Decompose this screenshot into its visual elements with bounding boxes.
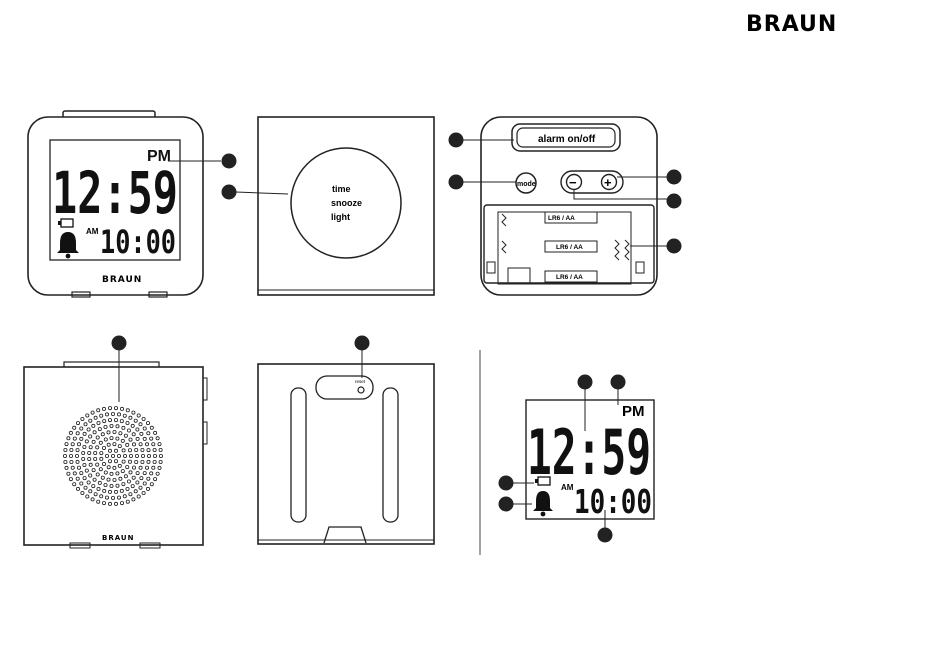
mode-button-label: mode bbox=[517, 181, 536, 188]
top-label-snooze: snooze bbox=[331, 198, 362, 208]
callout-marker bbox=[449, 175, 464, 190]
callout-marker bbox=[355, 336, 370, 351]
top-label-light: light bbox=[331, 212, 350, 222]
callout-marker bbox=[611, 375, 626, 390]
callout-marker bbox=[667, 239, 682, 254]
front-time: 12:59 bbox=[52, 159, 178, 227]
bell-clapper bbox=[541, 512, 546, 517]
brand-logo: BRAUN bbox=[746, 12, 837, 37]
display-detail-view: 12:59 PM AM 10:00 bbox=[499, 375, 655, 543]
alarm-button-label: alarm on/off bbox=[538, 134, 596, 145]
battery-label-2: LR6 / AA bbox=[556, 244, 583, 251]
bottom-view: reset bbox=[258, 336, 434, 545]
top-label-time: time bbox=[332, 184, 351, 194]
front-logo: BRAUN bbox=[102, 275, 142, 285]
callout-marker bbox=[499, 497, 514, 512]
callout-marker bbox=[449, 133, 464, 148]
battery-tip bbox=[58, 221, 61, 225]
minus-symbol: − bbox=[569, 175, 577, 190]
bottom-body bbox=[258, 364, 434, 544]
front-view: 12:59 PM AM 10:00 BRAUN bbox=[28, 111, 237, 297]
front-pm: PM bbox=[147, 148, 171, 165]
side-logo: BRAUN bbox=[102, 534, 134, 542]
detail-alarm-time: 10:00 bbox=[574, 482, 652, 521]
callout-marker bbox=[222, 154, 237, 169]
callout-marker bbox=[499, 476, 514, 491]
callout-marker bbox=[222, 185, 237, 200]
battery-label-3: LR6 / AA bbox=[556, 274, 583, 281]
top-view: time snooze light bbox=[222, 117, 435, 295]
bell-clapper bbox=[66, 254, 71, 259]
battery-tip bbox=[535, 479, 538, 483]
battery-label-1: LR6 / AA bbox=[548, 215, 575, 222]
front-alarm-time: 10:00 bbox=[100, 223, 176, 261]
front-am: AM bbox=[86, 227, 99, 236]
side-view: BRAUN bbox=[24, 336, 207, 549]
detail-pm: PM bbox=[622, 403, 645, 420]
callout-marker bbox=[578, 375, 593, 390]
callout-marker bbox=[598, 528, 613, 543]
callout-marker bbox=[667, 194, 682, 209]
plus-symbol: + bbox=[604, 175, 612, 190]
callout-marker bbox=[112, 336, 127, 351]
detail-time: 12:59 bbox=[527, 416, 651, 489]
callout-marker bbox=[667, 170, 682, 185]
detail-am: AM bbox=[561, 483, 574, 492]
side-body bbox=[24, 367, 203, 545]
back-view: alarm on/off mode − + LR6 / AA LR6 / AA … bbox=[449, 117, 682, 295]
reset-label: reset bbox=[355, 379, 366, 384]
